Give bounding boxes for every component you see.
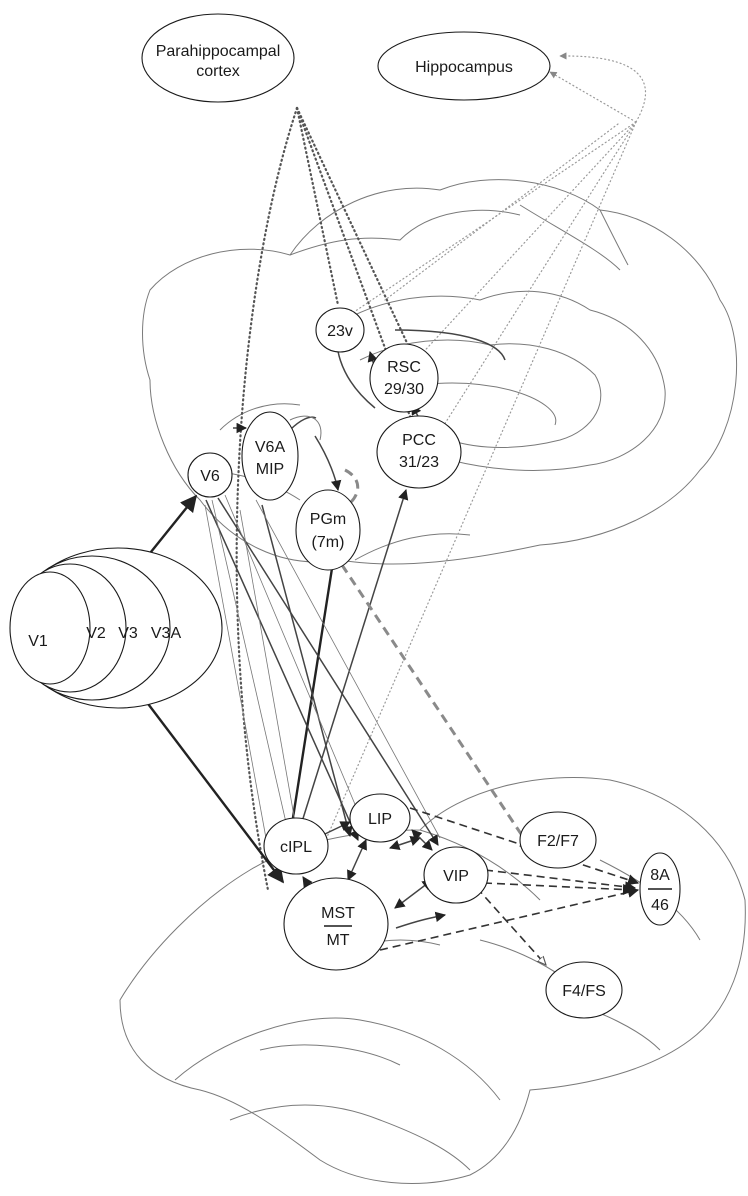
- lip-label: LIP: [368, 811, 392, 828]
- cipl-label: cIPL: [280, 839, 312, 856]
- v1-label: V1: [28, 633, 48, 650]
- pcc-label-line1: PCC: [402, 432, 436, 449]
- node-8a-46[interactable]: 8A 46: [640, 853, 680, 925]
- mst-label: MST: [321, 905, 355, 922]
- v2-label: V2: [86, 625, 106, 642]
- node-f4-f5[interactable]: F4/FS: [546, 962, 622, 1018]
- rsc-label-line1: RSC: [387, 359, 421, 376]
- pgm-label-line2: (7m): [312, 534, 345, 551]
- node-pgm[interactable]: PGm (7m): [296, 490, 360, 570]
- node-mst-mt[interactable]: MST MT: [284, 878, 388, 970]
- 23v-label: 23v: [327, 323, 353, 340]
- parahippocampal-label-line1: Parahippocampal: [156, 43, 281, 60]
- hippocampus-label: Hippocampus: [415, 59, 513, 76]
- 8a-label: 8A: [650, 867, 670, 884]
- node-hippocampus[interactable]: Hippocampus: [378, 32, 550, 100]
- pgm-label-line1: PGm: [310, 511, 346, 528]
- node-v6a-mip[interactable]: V6A MIP: [242, 412, 321, 500]
- medial-brain-outline: [143, 180, 737, 564]
- mt-label: MT: [326, 932, 349, 949]
- node-visual-areas[interactable]: V1 V2 V3 V3A: [10, 548, 222, 708]
- f4f5-label: F4/FS: [562, 983, 606, 1000]
- 46-label: 46: [651, 897, 669, 914]
- node-vip[interactable]: VIP: [424, 847, 488, 903]
- node-v6[interactable]: V6: [188, 453, 232, 497]
- parahippocampal-label-line2: cortex: [196, 63, 240, 80]
- v3-label: V3: [118, 625, 138, 642]
- pcc-label-line2: 31/23: [399, 454, 439, 471]
- node-rsc[interactable]: RSC 29/30: [370, 344, 438, 412]
- node-23v[interactable]: 23v: [316, 308, 364, 352]
- node-f2-f7[interactable]: F2/F7: [520, 812, 596, 868]
- node-pcc[interactable]: PCC 31/23: [377, 416, 461, 488]
- node-cipl[interactable]: cIPL: [264, 818, 328, 874]
- v6-label: V6: [200, 468, 220, 485]
- node-lip[interactable]: LIP: [350, 794, 410, 842]
- vip-label: VIP: [443, 868, 469, 885]
- dashed-projections: [340, 470, 638, 965]
- v6a-label-line2: MIP: [256, 461, 284, 478]
- lateral-brain-outline: [120, 777, 745, 1183]
- rsc-label-line2: 29/30: [384, 381, 424, 398]
- v6a-label-line1: V6A: [255, 439, 286, 456]
- v3a-label: V3A: [151, 625, 182, 642]
- f2f7-label: F2/F7: [537, 833, 579, 850]
- node-parahippocampal-cortex[interactable]: Parahippocampal cortex: [142, 14, 294, 102]
